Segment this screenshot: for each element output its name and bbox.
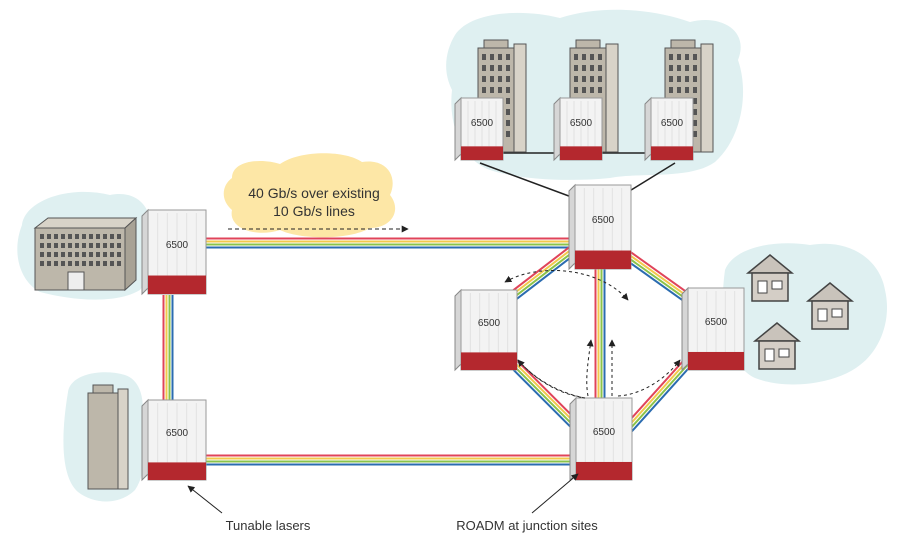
node-office-3-label: 6500 bbox=[661, 118, 684, 129]
node-center-left: 6500 bbox=[454, 288, 518, 372]
node-center-top-label: 6500 bbox=[592, 215, 615, 226]
node-office-1: 6500 bbox=[454, 96, 504, 162]
node-center-top: 6500 bbox=[568, 183, 632, 271]
label-tunable-lasers: Tunable lasers bbox=[226, 518, 311, 533]
tower-icon-left bbox=[87, 384, 129, 490]
node-office-2: 6500 bbox=[553, 96, 603, 162]
office-building-icon bbox=[33, 216, 138, 292]
node-left-bottom: 6500 bbox=[141, 398, 207, 482]
pointer-arrows bbox=[187, 473, 579, 514]
node-left-top: 6500 bbox=[141, 208, 207, 296]
fiber-center-vertical bbox=[594, 268, 606, 400]
node-center-bottom: 6500 bbox=[569, 396, 633, 482]
node-office-3: 6500 bbox=[644, 96, 694, 162]
node-center-left-label: 6500 bbox=[478, 318, 501, 329]
node-center-bottom-label: 6500 bbox=[593, 427, 616, 438]
node-center-right: 6500 bbox=[681, 286, 745, 372]
node-center-right-label: 6500 bbox=[705, 317, 728, 328]
node-left-bottom-label: 6500 bbox=[166, 428, 189, 439]
callout-line-1: 40 Gb/s over existing bbox=[248, 185, 380, 201]
callout-line-2: 10 Gb/s lines bbox=[273, 203, 355, 219]
node-left-top-label: 6500 bbox=[166, 240, 189, 251]
fiber-left-bottom-to-center-bottom bbox=[205, 454, 572, 466]
node-office-2-label: 6500 bbox=[570, 118, 593, 129]
roadm-switch-arrows bbox=[504, 270, 681, 399]
cloud-houses bbox=[722, 243, 888, 385]
callout-cloud bbox=[223, 153, 396, 238]
fiber-left-top-to-center-top bbox=[205, 237, 572, 249]
node-office-1-label: 6500 bbox=[471, 118, 494, 129]
label-roadm: ROADM at junction sites bbox=[456, 518, 598, 533]
fiber-cright-to-cbottom bbox=[622, 356, 695, 434]
fiber-left-vertical bbox=[162, 295, 174, 400]
fiber-ctop-to-cright bbox=[623, 250, 694, 305]
